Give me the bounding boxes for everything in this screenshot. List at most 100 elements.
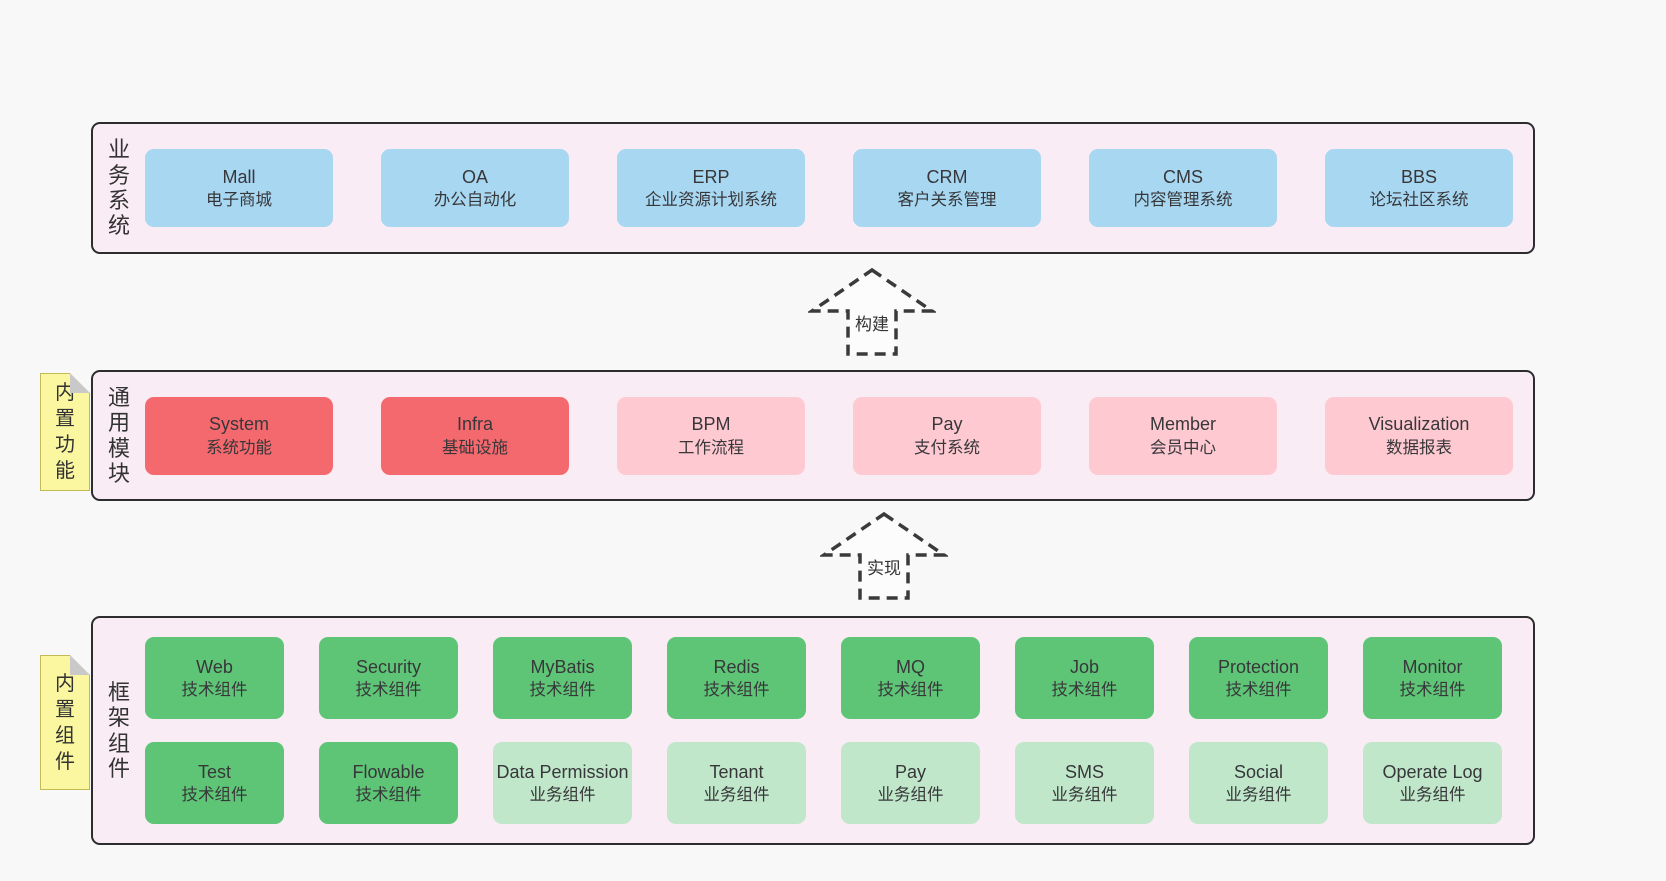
box-en-label: Data Permission (496, 761, 629, 782)
box-zh-label: 业务组件 (877, 786, 944, 805)
box-pay-system: Pay 支付系统 (853, 396, 1041, 475)
box-zh-label: 技术组件 (1399, 681, 1466, 700)
build-arrow-label: 构建 (808, 310, 936, 335)
box-mall: Mall 电子商城 (145, 149, 333, 227)
box-en-label: System (208, 414, 269, 435)
box-en-label: Redis (713, 656, 760, 677)
box-en-label: BBS (1400, 166, 1438, 187)
box-zh-label: 技术组件 (1225, 681, 1292, 700)
box-en-label: Flowable (352, 761, 425, 782)
box-en-label: Protection (1217, 656, 1300, 677)
box-en-label: OA (461, 166, 488, 187)
box-web: Web 技术组件 (145, 637, 284, 719)
box-zh-label: 业务组件 (1051, 786, 1118, 805)
box-zh-label: 基础设施 (442, 438, 508, 457)
box-tenant: Tenant 业务组件 (667, 742, 806, 824)
box-en-label: Operate Log (1382, 761, 1483, 782)
box-zh-label: 论坛社区系统 (1369, 191, 1469, 210)
box-visualization: Visualization 数据报表 (1325, 396, 1513, 475)
box-zh-label: 业务组件 (1399, 786, 1466, 805)
box-zh-label: 支付系统 (914, 438, 980, 457)
box-en-label: Job (1069, 656, 1100, 677)
note-text: 内置组件 (55, 672, 75, 773)
panel-label-modules: 通用模块 (93, 372, 145, 499)
box-zh-label: 业务组件 (529, 786, 596, 805)
box-member: Member 会员中心 (1089, 396, 1277, 475)
box-monitor: Monitor 技术组件 (1363, 637, 1502, 719)
business-systems-panel: 业务系统 Mall 电子商城 OA 办公自动化 ERP 企业资源计划系统 CRM… (91, 122, 1535, 254)
implement-arrow: 实现 (820, 511, 948, 601)
box-zh-label: 技术组件 (703, 681, 770, 700)
box-en-label: Test (197, 761, 231, 782)
box-zh-label: 技术组件 (1051, 681, 1118, 700)
box-zh-label: 工作流程 (678, 438, 744, 457)
box-flowable: Flowable 技术组件 (319, 742, 458, 824)
framework-row-1: Web 技术组件 Security 技术组件 MyBatis 技术组件 Redi… (145, 637, 1515, 719)
box-job: Job 技术组件 (1015, 637, 1154, 719)
box-pay-component: Pay 业务组件 (841, 742, 980, 824)
box-system: System 系统功能 (145, 396, 333, 475)
framework-box-grid: Web 技术组件 Security 技术组件 MyBatis 技术组件 Redi… (145, 618, 1533, 843)
box-operate-log: Operate Log 业务组件 (1363, 742, 1502, 824)
box-zh-label: 技术组件 (877, 681, 944, 700)
box-sms: SMS 业务组件 (1015, 742, 1154, 824)
box-erp: ERP 企业资源计划系统 (617, 149, 805, 227)
build-arrow-label-text: 构建 (852, 310, 892, 335)
box-zh-label: 会员中心 (1150, 438, 1216, 457)
note-fold-corner (70, 373, 90, 393)
box-en-label: Web (196, 656, 233, 677)
note-text: 内置功能 (55, 382, 75, 482)
panel-label-text: 通用模块 (107, 384, 130, 486)
box-bbs: BBS 论坛社区系统 (1325, 149, 1513, 227)
box-redis: Redis 技术组件 (667, 637, 806, 719)
panel-label-text: 业务系统 (107, 137, 130, 239)
box-zh-label: 业务组件 (1225, 786, 1292, 805)
box-security: Security 技术组件 (319, 637, 458, 719)
box-en-label: Visualization (1368, 414, 1470, 435)
box-zh-label: 技术组件 (529, 681, 596, 700)
box-cms: CMS 内容管理系统 (1089, 149, 1277, 227)
box-en-label: ERP (692, 166, 730, 187)
box-en-label: Infra (456, 414, 494, 435)
box-zh-label: 技术组件 (355, 681, 422, 700)
box-en-label: SMS (1064, 761, 1104, 782)
panel-label-text: 框架组件 (107, 679, 130, 781)
business-box-row: Mall 电子商城 OA 办公自动化 ERP 企业资源计划系统 CRM 客户关系… (145, 124, 1533, 252)
panel-label-framework: 框架组件 (93, 618, 145, 843)
box-en-label: CRM (926, 166, 968, 187)
box-en-label: CMS (1163, 166, 1203, 187)
builtin-features-note: 内置功能 (40, 373, 90, 491)
box-en-label: Pay (894, 761, 927, 782)
box-zh-label: 技术组件 (181, 786, 248, 805)
box-en-label: Mall (222, 166, 256, 187)
box-zh-label: 业务组件 (703, 786, 770, 805)
implement-arrow-label-text: 实现 (864, 554, 904, 579)
box-en-label: Member (1149, 414, 1216, 435)
box-protection: Protection 技术组件 (1189, 637, 1328, 719)
box-en-label: BPM (691, 414, 731, 435)
box-crm: CRM 客户关系管理 (853, 149, 1041, 227)
box-en-label: Tenant (709, 761, 764, 782)
box-zh-label: 客户关系管理 (897, 191, 997, 210)
build-arrow: 构建 (808, 267, 936, 357)
box-en-label: MQ (896, 656, 925, 677)
box-social: Social 业务组件 (1189, 742, 1328, 824)
box-infra: Infra 基础设施 (381, 396, 569, 475)
implement-arrow-label: 实现 (820, 554, 948, 579)
box-en-label: Pay (931, 414, 963, 435)
box-mybatis: MyBatis 技术组件 (493, 637, 632, 719)
box-data-permission: Data Permission 业务组件 (493, 742, 632, 824)
box-zh-label: 办公自动化 (433, 191, 517, 210)
box-mq: MQ 技术组件 (841, 637, 980, 719)
common-modules-panel: 通用模块 System 系统功能 Infra 基础设施 BPM 工作流程 Pay… (91, 370, 1535, 501)
box-en-label: Social (1233, 761, 1284, 782)
box-zh-label: 数据报表 (1386, 438, 1452, 457)
framework-components-panel: 框架组件 Web 技术组件 Security 技术组件 MyBatis 技术组件… (91, 616, 1535, 845)
modules-box-row: System 系统功能 Infra 基础设施 BPM 工作流程 Pay 支付系统… (145, 372, 1533, 499)
builtin-components-note: 内置组件 (40, 655, 90, 790)
box-zh-label: 电子商城 (206, 191, 272, 210)
box-test: Test 技术组件 (145, 742, 284, 824)
note-fold-corner (70, 655, 90, 675)
box-en-label: Security (355, 656, 422, 677)
